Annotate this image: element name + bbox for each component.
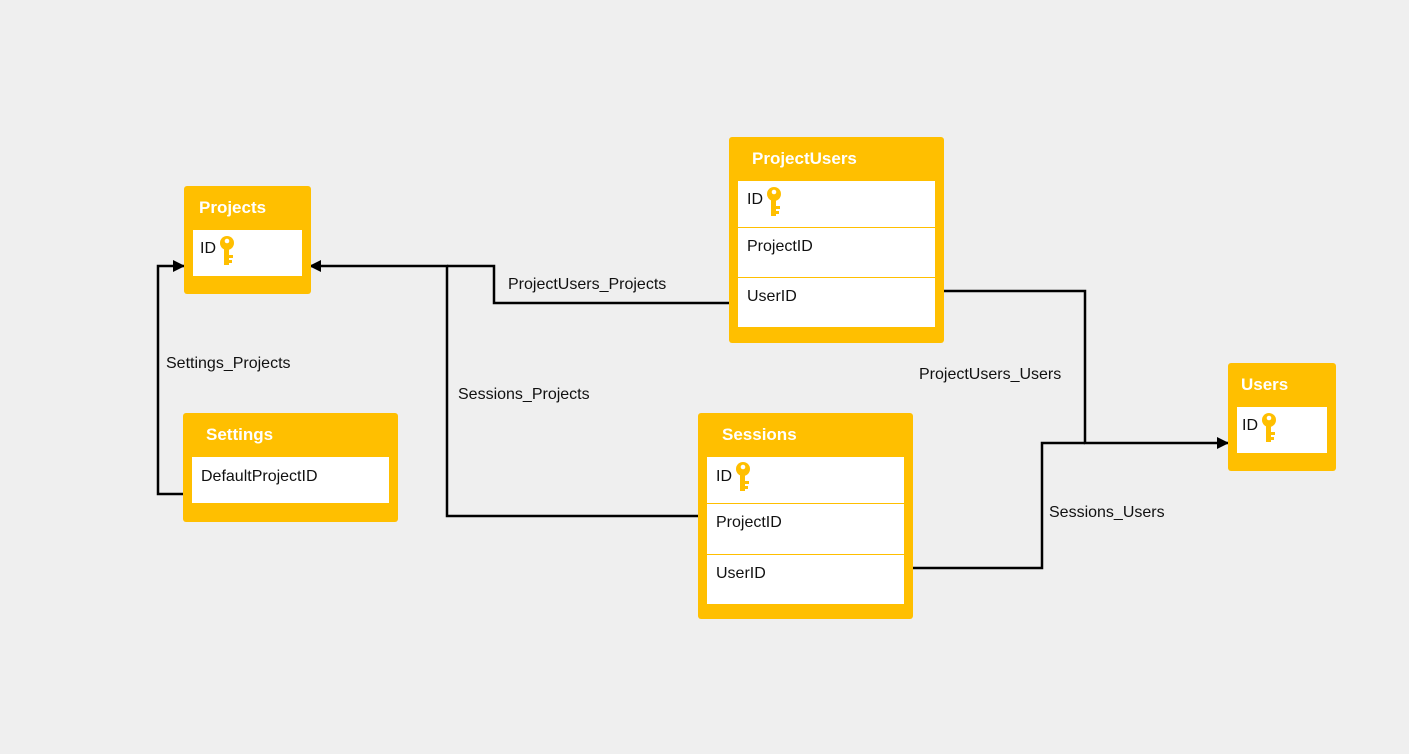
field-default-project-id: DefaultProjectID (192, 457, 389, 503)
field-project-id: ProjectID (707, 503, 904, 554)
connector-sessions-users (913, 441, 1085, 570)
field-id: ID (707, 457, 904, 503)
connector-sessions-projects (309, 260, 698, 518)
field-label: UserID (716, 565, 766, 582)
field-label: ProjectID (747, 238, 813, 255)
field-project-id: ProjectID (738, 227, 935, 277)
field-id: ID (193, 230, 302, 276)
relationship-label-settings-projects: Settings_Projects (166, 355, 291, 372)
entity-users[interactable]: Users ID (1228, 363, 1336, 471)
field-label: UserID (747, 288, 797, 305)
connector-settings-projects (156, 260, 185, 496)
connector-projectusers-users (944, 289, 1229, 449)
field-id: ID (1237, 407, 1327, 453)
connector-projectusers-projects (447, 264, 729, 305)
field-list: ID (1237, 407, 1327, 453)
entity-settings[interactable]: Settings DefaultProjectID (183, 413, 398, 522)
field-label: ID (747, 191, 763, 208)
entity-projects[interactable]: Projects ID (184, 186, 311, 294)
key-icon (765, 186, 783, 220)
entity-title: Projects (199, 198, 267, 217)
field-list: ID ProjectID UserID (738, 181, 935, 327)
entity-title: ProjectUsers (752, 149, 857, 168)
relationship-label-projectusers-users: ProjectUsers_Users (919, 366, 1062, 383)
field-label: DefaultProjectID (201, 468, 318, 485)
entity-title: Settings (206, 425, 274, 444)
relationship-label-sessions-projects: Sessions_Projects (458, 386, 590, 403)
field-label: ID (716, 468, 732, 485)
key-icon (734, 461, 752, 495)
key-icon (1260, 412, 1278, 446)
field-list: ID (193, 230, 302, 276)
field-user-id: UserID (738, 277, 935, 327)
field-user-id: UserID (707, 554, 904, 604)
field-list: DefaultProjectID (192, 457, 389, 503)
field-id: ID (738, 181, 935, 227)
field-label: ProjectID (716, 514, 782, 531)
entity-project-users[interactable]: ProjectUsers ID ProjectID UserID (729, 137, 944, 343)
field-label: ID (1242, 417, 1258, 434)
field-list: ID ProjectID UserID (707, 457, 904, 604)
key-icon (218, 235, 236, 269)
field-label: ID (200, 240, 216, 257)
relationship-label-projectusers-projects: ProjectUsers_Projects (508, 276, 667, 293)
entity-title: Sessions (722, 425, 797, 444)
relationship-label-sessions-users: Sessions_Users (1049, 504, 1165, 521)
entity-title: Users (1241, 375, 1289, 394)
entity-sessions[interactable]: Sessions ID ProjectID UserID (698, 413, 913, 619)
